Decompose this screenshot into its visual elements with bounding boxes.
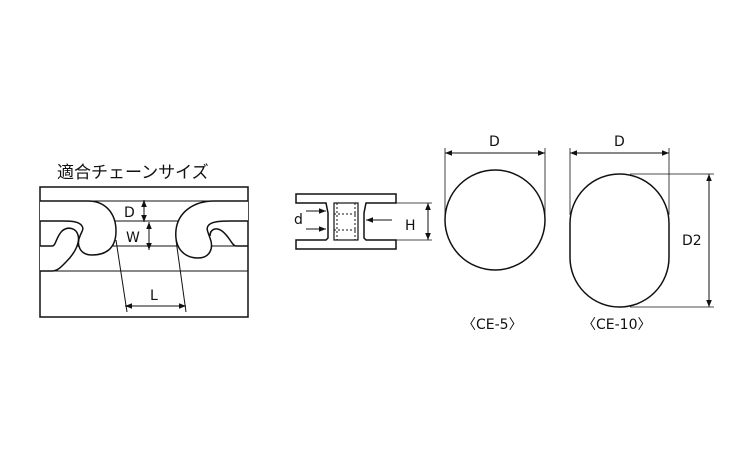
chain-size-title: 適合チェーンサイズ xyxy=(57,163,209,183)
dimension-L-ext-left xyxy=(115,239,128,313)
bore-hidden-lines xyxy=(334,203,358,240)
ce5-circle xyxy=(444,169,546,271)
chain-link-left-lower xyxy=(40,227,80,272)
center-bore xyxy=(333,202,359,241)
ce10-caption: 〈CE-10〉 xyxy=(582,317,652,333)
ce5-dimension-D-label: D xyxy=(489,134,500,150)
ce10-dimension-D-label: D xyxy=(614,134,625,150)
chain-link-right xyxy=(175,200,248,259)
ce5-figure: D 〈CE-5〉 xyxy=(444,134,546,333)
chain-link-right-lower xyxy=(209,228,248,247)
chain-link-left xyxy=(40,200,117,256)
dimension-d-label: d xyxy=(294,212,303,228)
dimension-D-label: D xyxy=(124,205,135,221)
ce10-dimension-D2-label: D2 xyxy=(682,233,702,249)
dimension-L-label: L xyxy=(150,288,158,304)
dimension-H-label: H xyxy=(405,218,416,234)
ce10-oval xyxy=(569,173,670,308)
dimension-L-ext-right xyxy=(175,239,187,313)
side-section-figure: d H xyxy=(294,193,432,250)
ce10-figure: D D2 〈CE-10〉 xyxy=(569,134,714,333)
ce5-caption: 〈CE-5〉 xyxy=(462,317,523,333)
chain-size-figure: 適合チェーンサイズ D W L xyxy=(39,163,249,318)
dimension-W-label: W xyxy=(126,230,140,246)
